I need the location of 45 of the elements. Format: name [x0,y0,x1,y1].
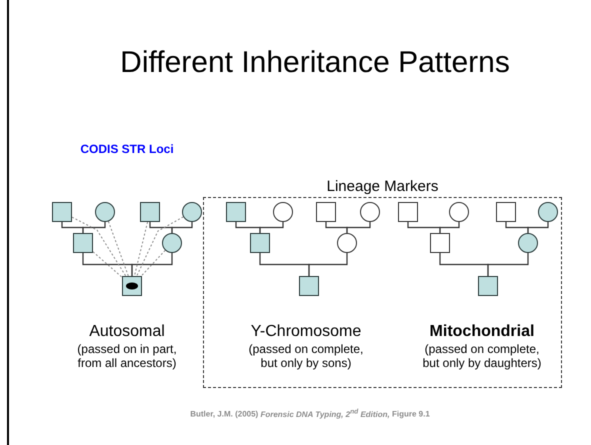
male-square [398,202,418,222]
pedigree-line [171,222,193,233]
inheritance-trace-line [92,251,122,278]
male-square [140,202,160,222]
pedigree-line [439,222,460,233]
male-square [299,276,319,296]
pedigree-line [82,222,106,233]
pattern-description: (passed on complete, but only by sons) [248,342,364,371]
male-square [430,233,450,253]
loci-label: CODIS STR Loci [79,142,175,156]
female-circle [360,202,380,222]
female-circle [182,202,202,222]
pattern-name: Autosomal [88,322,166,342]
inheritance-trace-line [134,222,148,276]
pedigree-line [487,253,529,276]
pedigree-line [259,222,284,233]
title: Different Inheritance Patterns [119,46,511,80]
male-square [496,202,516,222]
female-circle [162,233,182,253]
pattern-description: (passed on complete, but only by daughters) [422,342,542,371]
male-square [226,202,246,222]
pedigree-line [131,253,173,276]
male-square [478,276,498,296]
male-square [316,202,336,222]
male-square [73,233,93,253]
pattern-name: Y-Chromosome [250,322,362,342]
pedigree-line [527,222,549,233]
female-circle [449,202,469,222]
inheritance-trace-line [136,216,184,276]
inheritance-trace-line [72,216,126,276]
male-square [250,233,270,253]
female-circle [95,202,115,222]
pattern-name: Mitochondrial [428,322,536,342]
pedigree-line [346,222,371,233]
male-square [52,202,72,222]
inheritance-trace-line [108,220,129,276]
female-circle [273,202,293,222]
pattern-description: (passed on in part, from all ancestors) [76,342,178,371]
female-circle [538,202,558,222]
inheritance-trace-line [140,250,166,276]
female-circle [518,233,538,253]
female-circle [337,233,357,253]
pedigree-line [308,253,348,276]
source-citation: Butler, J.M. (2005) Forensic DNA Typing, 2$^{nd}$ Edition, Figure 9.1 [189,408,431,419]
group-heading: Lineage Markers [326,178,440,195]
